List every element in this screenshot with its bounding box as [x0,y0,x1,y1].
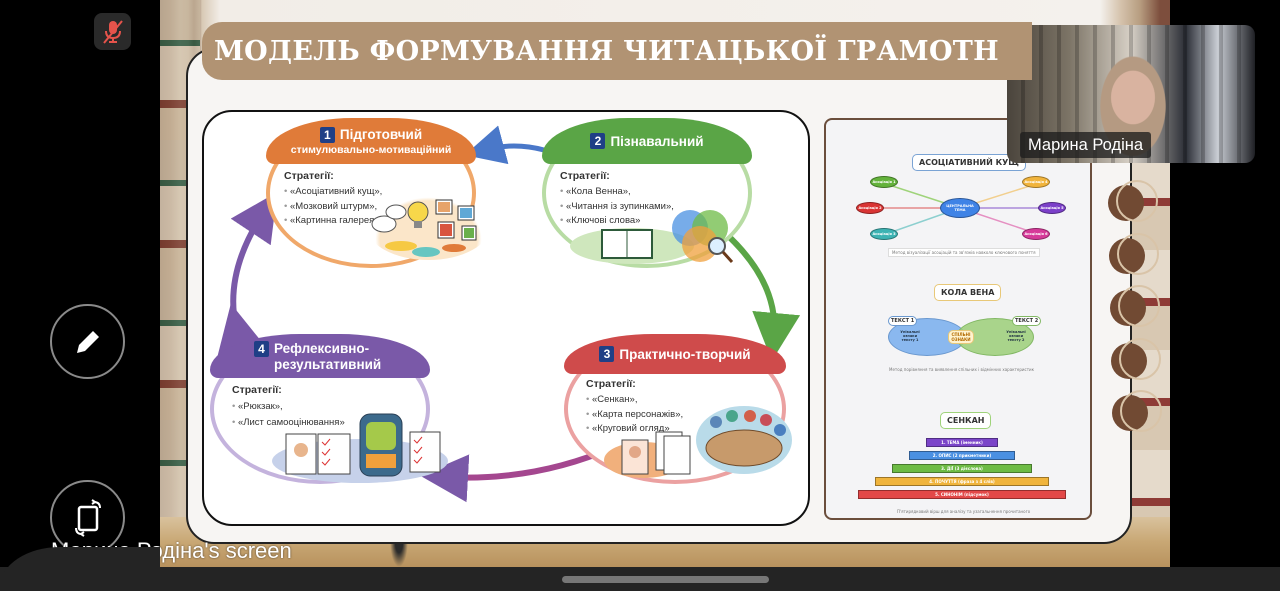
mindmap-center-node: ЦЕНТРАЛЬНА ТЕМА [940,198,980,218]
bottom-navigation-bar [0,547,1280,591]
senkan-tier: 3. ДІЇ (3 дієслова) [892,464,1032,473]
mindmap-caption: Метод візуалізації асоціацій та зв'язків… [888,248,1040,257]
venn-title: КОЛА ВЕНА [934,284,1002,301]
strategy-item: «Карта персонажів», [586,408,683,423]
senkan-caption: П'ятирядковий вірш для аналізу та узагал… [897,509,1031,514]
strategies-list: Стратегії: «Асоціативний кущ», «Мозковий… [284,170,382,229]
strategy-item: «Лист самооцінювання» [232,415,345,431]
strategy-item: «Картинна галерея» [284,214,382,229]
stage-title: Підготовчий [339,127,423,142]
mindmap-node: Асоціація 6 [1022,228,1050,240]
strategy-examples-panel: АСОЦІАТИВНИЙ КУЩ ЦЕНТРАЛЬНА ТЕМА Асоціац… [824,118,1092,520]
mindmap-node: Асоціація 5 [1038,202,1066,214]
senkan-tier: 4. ПОЧУТТЯ (фраза з 4 слів) [875,477,1049,486]
strategy-item: «Рюкзак», [232,399,345,415]
mindmap-node: Асоціація 1 [870,176,898,188]
backpack-self-assessment-illustration [270,406,460,486]
strategy-item: «Ключові слова» [560,214,674,229]
participant-name-label: Марина Родіна [1020,132,1152,158]
mindmap-node: Асоціація 2 [856,202,884,214]
stage-title: Пізнавальний [610,133,704,149]
participant-video-tile[interactable]: Марина Родіна [1007,25,1255,163]
binder-ring [1112,390,1162,432]
stage-title: Рефлексивно- [274,341,370,356]
mic-off-icon [102,19,123,44]
mindmap-node: Асоціація 3 [870,228,898,240]
mindmap-node: Асоціація 4 [1022,176,1050,188]
strategies-list: Стратегії: «Рюкзак», «Лист самооцінюванн… [232,384,345,431]
annotate-button[interactable] [50,304,125,379]
strategy-item: «Асоціативний кущ», [284,185,382,200]
strategy-item: «Мозковий штурм», [284,200,382,215]
binder-ring [1109,233,1159,275]
mic-muted-indicator [94,13,131,50]
senkan-tier: 2. ОПИС (2 прикметники) [909,451,1015,460]
senkan-title: СЕНКАН [940,412,992,429]
mindmap-lines [872,183,1052,235]
venn-overlap-label: СПІЛЬНІ ОЗНАКИ [948,330,974,344]
strategy-item: «Читання із зупинками», [560,200,674,215]
senkan-tier: 1. ТЕМА (іменник) [926,438,998,447]
stage-subtitle: результативний [274,356,382,372]
slide-title: МОДЕЛЬ ФОРМУВАННЯ ЧИТАЦЬКОЇ ГРАМОТН [202,22,1032,80]
stage-title: Практично-творчий [619,346,751,362]
rotate-screen-icon [74,498,101,537]
strategy-item: «Кола Венна», [560,185,674,200]
home-indicator[interactable] [562,576,769,583]
binder-ring [1110,285,1160,327]
strategies-list: Стратегії: «Кола Венна», «Читання із зуп… [560,170,674,229]
lightbulb-gallery-illustration [366,190,491,260]
book-venn-illustration [562,198,762,268]
strategies-list: Стратегії: «Сенкан», «Карта персонажів»,… [586,378,683,437]
venn-left-label: ТЕКСТ 1 [888,316,918,326]
round-table-illustration [604,402,794,482]
strategy-item: «Сенкан», [586,393,683,408]
pencil-icon [76,327,102,353]
venn-left-body: Унікальні ознаки тексту 1 [900,330,920,342]
binder-ring [1111,338,1161,380]
venn-right-body: Унікальні ознаки тексту 2 [1006,330,1026,342]
venn-right-label: ТЕКСТ 2 [1012,316,1042,326]
rotate-screen-button[interactable] [50,480,125,555]
strategy-item: «Круговий огляд» [586,422,683,437]
venn-caption: Метод порівняння та виявлення спільних і… [889,367,1035,372]
binder-ring [1108,180,1158,222]
senkan-tier: 5. СИНОНІМ (підсумок) [858,490,1066,499]
stage-subtitle: стимулювально-мотиваційний [290,143,452,156]
